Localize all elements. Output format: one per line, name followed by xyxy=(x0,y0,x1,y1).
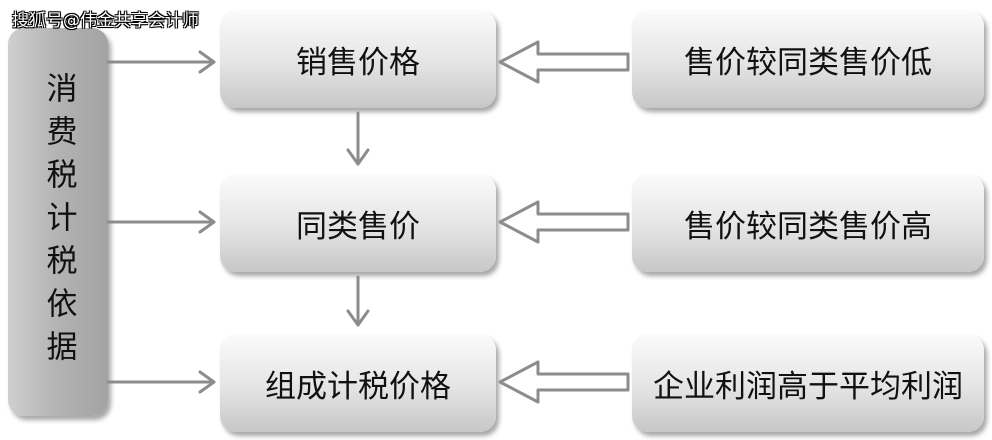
lower-price-condition-label: 售价较同类售价低 xyxy=(684,44,932,81)
block-arrow-middle xyxy=(498,200,630,244)
arrow-left-to-composite-price xyxy=(106,370,216,394)
sales-price-box: 销售价格 xyxy=(220,10,496,108)
similar-price-box: 同类售价 xyxy=(220,174,496,272)
sales-price-label: 销售价格 xyxy=(296,44,420,81)
arrow-sales-to-similar xyxy=(346,111,370,166)
tax-basis-label: 消费税计税依据 xyxy=(40,71,77,373)
lower-price-condition-box: 售价较同类售价低 xyxy=(632,10,984,108)
block-arrow-top xyxy=(498,40,630,84)
block-arrow-bottom xyxy=(498,360,630,404)
arrow-left-to-similar-price xyxy=(106,210,216,234)
composite-price-box: 组成计税价格 xyxy=(220,334,496,432)
higher-profit-condition-box: 企业利润高于平均利润 xyxy=(632,334,984,432)
higher-price-condition-label: 售价较同类售价高 xyxy=(684,208,932,245)
higher-profit-condition-label: 企业利润高于平均利润 xyxy=(653,368,963,405)
tax-basis-box: 消费税计税依据 xyxy=(8,28,108,416)
arrow-similar-to-composite xyxy=(346,275,370,327)
similar-price-label: 同类售价 xyxy=(296,208,420,245)
higher-price-condition-box: 售价较同类售价高 xyxy=(632,174,984,272)
arrow-left-to-sales-price xyxy=(106,50,216,74)
composite-price-label: 组成计税价格 xyxy=(265,368,451,405)
watermark: 搜狐号@伟金共享会计师 xyxy=(12,11,199,31)
